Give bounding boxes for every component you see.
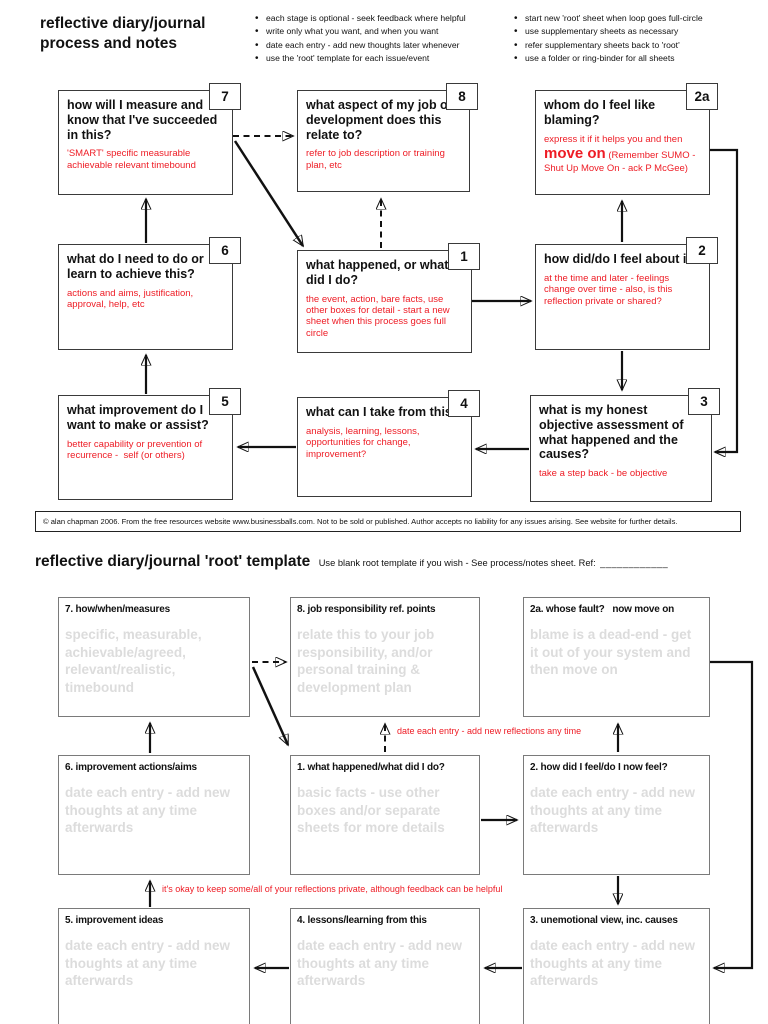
process-box-8-number: 8 — [446, 83, 478, 110]
template-box-3-placeholder: date each entry - add new thoughts at an… — [530, 938, 696, 989]
process-box-3: 3 what is my honest objective assessment… — [530, 388, 720, 502]
process-box-1-number: 1 — [448, 243, 480, 270]
template-box-1-heading: 1. what happened/what did I do? — [297, 762, 445, 773]
template-box-6: 6. improvement actions/aims date each en… — [58, 755, 250, 875]
template-box-5: 5. improvement ideas date each entry - a… — [58, 908, 250, 1024]
note-pre: express it if it helps you and then — [544, 133, 685, 145]
template-box-7-heading: 7. how/when/measures — [65, 604, 170, 615]
process-box-6-note: actions and aims, justification, approva… — [67, 287, 196, 310]
page-title-line2: process and notes — [40, 35, 177, 53]
template-box-3-heading: 3. unemotional view, inc. causes — [530, 915, 678, 926]
process-box-8-note: refer to job description or training pla… — [306, 148, 448, 171]
template-box-5-heading: 5. improvement ideas — [65, 915, 164, 926]
annotation-date-entries: date each entry - add new reflections an… — [397, 726, 582, 736]
process-box-3-note: take a step back - be objective — [539, 468, 668, 479]
template-box-1-placeholder: basic facts - use other boxes and/or sep… — [297, 785, 445, 836]
template-box-1: 1. what happened/what did I do? basic fa… — [290, 755, 480, 875]
template-subtitle-text: Use blank root template if you wish - Se… — [318, 558, 596, 568]
notes-list-left: each stage is optional - seek feedback w… — [253, 12, 505, 66]
template-title-text: reflective diary/journal 'root' template — [35, 553, 311, 570]
template-box-4: 4. lessons/learning from this date each … — [290, 908, 480, 1024]
note-item: refer supplementary sheets back to 'root… — [512, 39, 762, 53]
template-section-title: reflective diary/journal 'root' template… — [35, 553, 755, 571]
process-box-5-note: better capability or prevention of recur… — [67, 438, 205, 461]
annotation-keep-private: it's okay to keep some/all of your refle… — [162, 884, 503, 894]
template-box-6-placeholder: date each entry - add new thoughts at an… — [65, 785, 231, 836]
process-box-2-heading: how did/do I feel about it? — [544, 252, 699, 266]
notes-list-right: start new 'root' sheet when loop goes fu… — [512, 12, 762, 66]
template-box-6-heading: 6. improvement actions/aims — [65, 762, 197, 773]
template-box-2a-heading: 2a. whose fault? now move on — [530, 604, 675, 615]
process-box-5-number: 5 — [209, 388, 241, 415]
process-box-8-heading: what aspect of my job or development doe… — [306, 98, 453, 142]
process-box-6-heading: what do I need to do or learn to achieve… — [67, 252, 204, 281]
template-box-2a: 2a. whose fault? now move on blame is a … — [523, 597, 710, 717]
process-box-4: 4 what can I take from this? analysis, l… — [297, 390, 480, 497]
process-box-2a-heading: whom do I feel like blaming? — [544, 98, 656, 127]
process-box-4-heading: what can I take from this? — [306, 405, 460, 419]
copyright-strip: © alan chapman 2006. From the free resou… — [35, 511, 741, 532]
note-item: start new 'root' sheet when loop goes fu… — [512, 12, 762, 26]
note-item: each stage is optional - seek feedback w… — [253, 12, 505, 26]
template-box-7: 7. how/when/measures specific, measurabl… — [58, 597, 250, 717]
process-box-2a-number: 2a — [686, 83, 718, 110]
process-box-4-number: 4 — [448, 390, 480, 417]
process-box-6-number: 6 — [209, 237, 241, 264]
template-box-8: 8. job responsibility ref. points relate… — [290, 597, 480, 717]
process-box-5-heading: what improvement do I want to make or as… — [67, 403, 209, 432]
note-emphasis: move on — [544, 144, 606, 162]
process-box-7-note: 'SMART' specific measurable achievable r… — [67, 148, 196, 171]
process-box-7-number: 7 — [209, 83, 241, 110]
note-item: write only what you want, and when you w… — [253, 25, 505, 39]
process-box-1: 1 what happened, or what did I do? the e… — [297, 243, 480, 353]
template-box-2: 2. how did I feel/do I now feel? date ea… — [523, 755, 710, 875]
template-box-5-placeholder: date each entry - add new thoughts at an… — [65, 938, 231, 989]
template-box-3: 3. unemotional view, inc. causes date ea… — [523, 908, 710, 1024]
process-box-2a-note: express it if it helps you and then move… — [544, 134, 701, 175]
process-box-6: 6 what do I need to do or learn to achie… — [58, 237, 241, 350]
arrow-7-to-1-diagonal — [233, 140, 305, 246]
template-box-2-heading: 2. how did I feel/do I now feel? — [530, 762, 668, 773]
process-box-8: 8 what aspect of my job or development d… — [297, 83, 478, 192]
template-box-7-placeholder: specific, measurable, achievable/agreed,… — [65, 627, 202, 695]
note-post: (Remember SUMO - Shut Up Move On - ack P… — [544, 149, 699, 174]
arrow-t7-to-t1-diagonal — [251, 666, 290, 745]
template-box-4-placeholder: date each entry - add new thoughts at an… — [297, 938, 463, 989]
process-box-2-note: at the time and later - feelings change … — [544, 272, 675, 307]
process-box-7-heading: how will I measure and know that I've su… — [67, 98, 218, 142]
process-box-1-note: the event, action, bare facts, use other… — [306, 293, 453, 339]
process-box-2-number: 2 — [686, 237, 718, 264]
page-title-line1: reflective diary/journal — [40, 15, 206, 32]
process-box-3-number: 3 — [688, 388, 720, 415]
process-box-2: 2 how did/do I feel about it? at the tim… — [535, 237, 718, 350]
arrow-t2a-to-t3 — [710, 660, 754, 968]
note-item: use a folder or ring-binder for all shee… — [512, 52, 762, 66]
process-box-7: 7 how will I measure and know that I've … — [58, 83, 241, 195]
process-box-4-note: analysis, learning, lessons, opportuniti… — [306, 425, 423, 460]
process-box-5: 5 what improvement do I want to make or … — [58, 388, 241, 500]
note-item: date each entry - add new thoughts later… — [253, 39, 505, 53]
template-box-2-placeholder: date each entry - add new thoughts at an… — [530, 785, 696, 836]
process-box-2a: 2a whom do I feel like blaming? express … — [535, 83, 718, 195]
template-box-2a-placeholder: blame is a dead-end - get it out of your… — [530, 627, 692, 678]
note-item: use the 'root' template for each issue/e… — [253, 52, 505, 66]
template-box-8-heading: 8. job responsibility ref. points — [297, 604, 436, 615]
process-box-3-heading: what is my honest objective assessment o… — [539, 403, 684, 462]
template-box-8-placeholder: relate this to your job responsibility, … — [297, 627, 435, 695]
template-box-4-heading: 4. lessons/learning from this — [297, 915, 427, 926]
note-item: use supplementary sheets as necessary — [512, 25, 762, 39]
process-box-1-heading: what happened, or what did I do? — [306, 258, 449, 287]
page-title: reflective diary/journal process and not… — [40, 14, 205, 55]
ref-blank-line: ____________ — [600, 558, 669, 568]
